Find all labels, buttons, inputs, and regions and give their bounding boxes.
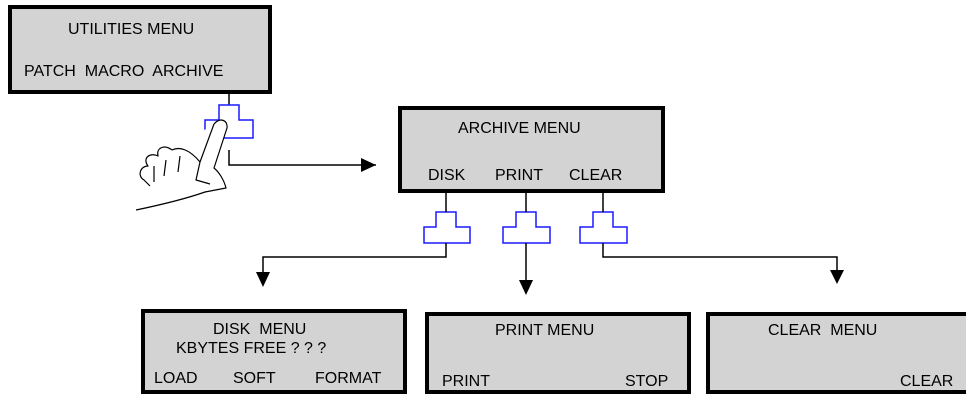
arrow-to-print-menu — [519, 280, 533, 295]
utilities-menu-panel: UTILITIES MENU PATCH MACRO ARCHIVE — [8, 5, 272, 94]
utilities-menu-title: UTILITIES MENU — [68, 21, 195, 38]
arrow-to-clear-menu — [830, 270, 844, 284]
connector-disk — [262, 192, 447, 272]
clear-softkey-icon — [579, 211, 628, 244]
utilities-menu-softkeys: PATCH MACRO ARCHIVE — [24, 63, 224, 80]
pointing-hand-icon — [135, 119, 228, 211]
clear-menu-panel: CLEAR MENU CLEAR — [706, 312, 966, 394]
print-menu-title: PRINT MENU — [495, 322, 595, 339]
connector-clear — [602, 192, 838, 270]
print-key-stop[interactable]: STOP — [625, 373, 669, 390]
disk-key-load[interactable]: LOAD — [154, 370, 198, 387]
archive-key-print[interactable]: PRINT — [495, 167, 543, 184]
disk-key-format[interactable]: FORMAT — [315, 370, 382, 387]
disk-menu-panel: DISK MENU KBYTES FREE ? ? ? LOAD SOFT FO… — [141, 309, 407, 394]
disk-kbytes-free: KBYTES FREE ? ? ? — [176, 340, 327, 357]
print-key-print[interactable]: PRINT — [442, 373, 490, 390]
archive-menu-title: ARCHIVE MENU — [458, 120, 581, 137]
clear-key-clear[interactable]: CLEAR — [900, 373, 954, 390]
clear-menu-title: CLEAR MENU — [768, 322, 878, 339]
archive-menu-panel: ARCHIVE MENU DISK PRINT CLEAR — [398, 106, 665, 193]
connector-utilities-archive — [228, 93, 376, 166]
disk-softkey-icon — [423, 211, 471, 244]
disk-menu-title: DISK MENU — [213, 321, 307, 338]
arrow-to-disk-menu — [256, 272, 270, 287]
print-softkey-icon — [502, 211, 551, 244]
print-menu-panel: PRINT MENU PRINT STOP — [425, 312, 691, 394]
disk-key-soft[interactable]: SOFT — [233, 370, 276, 387]
arrow-to-archive-menu — [361, 158, 376, 172]
archive-key-disk[interactable]: DISK — [428, 167, 466, 184]
archive-key-clear[interactable]: CLEAR — [569, 167, 623, 184]
